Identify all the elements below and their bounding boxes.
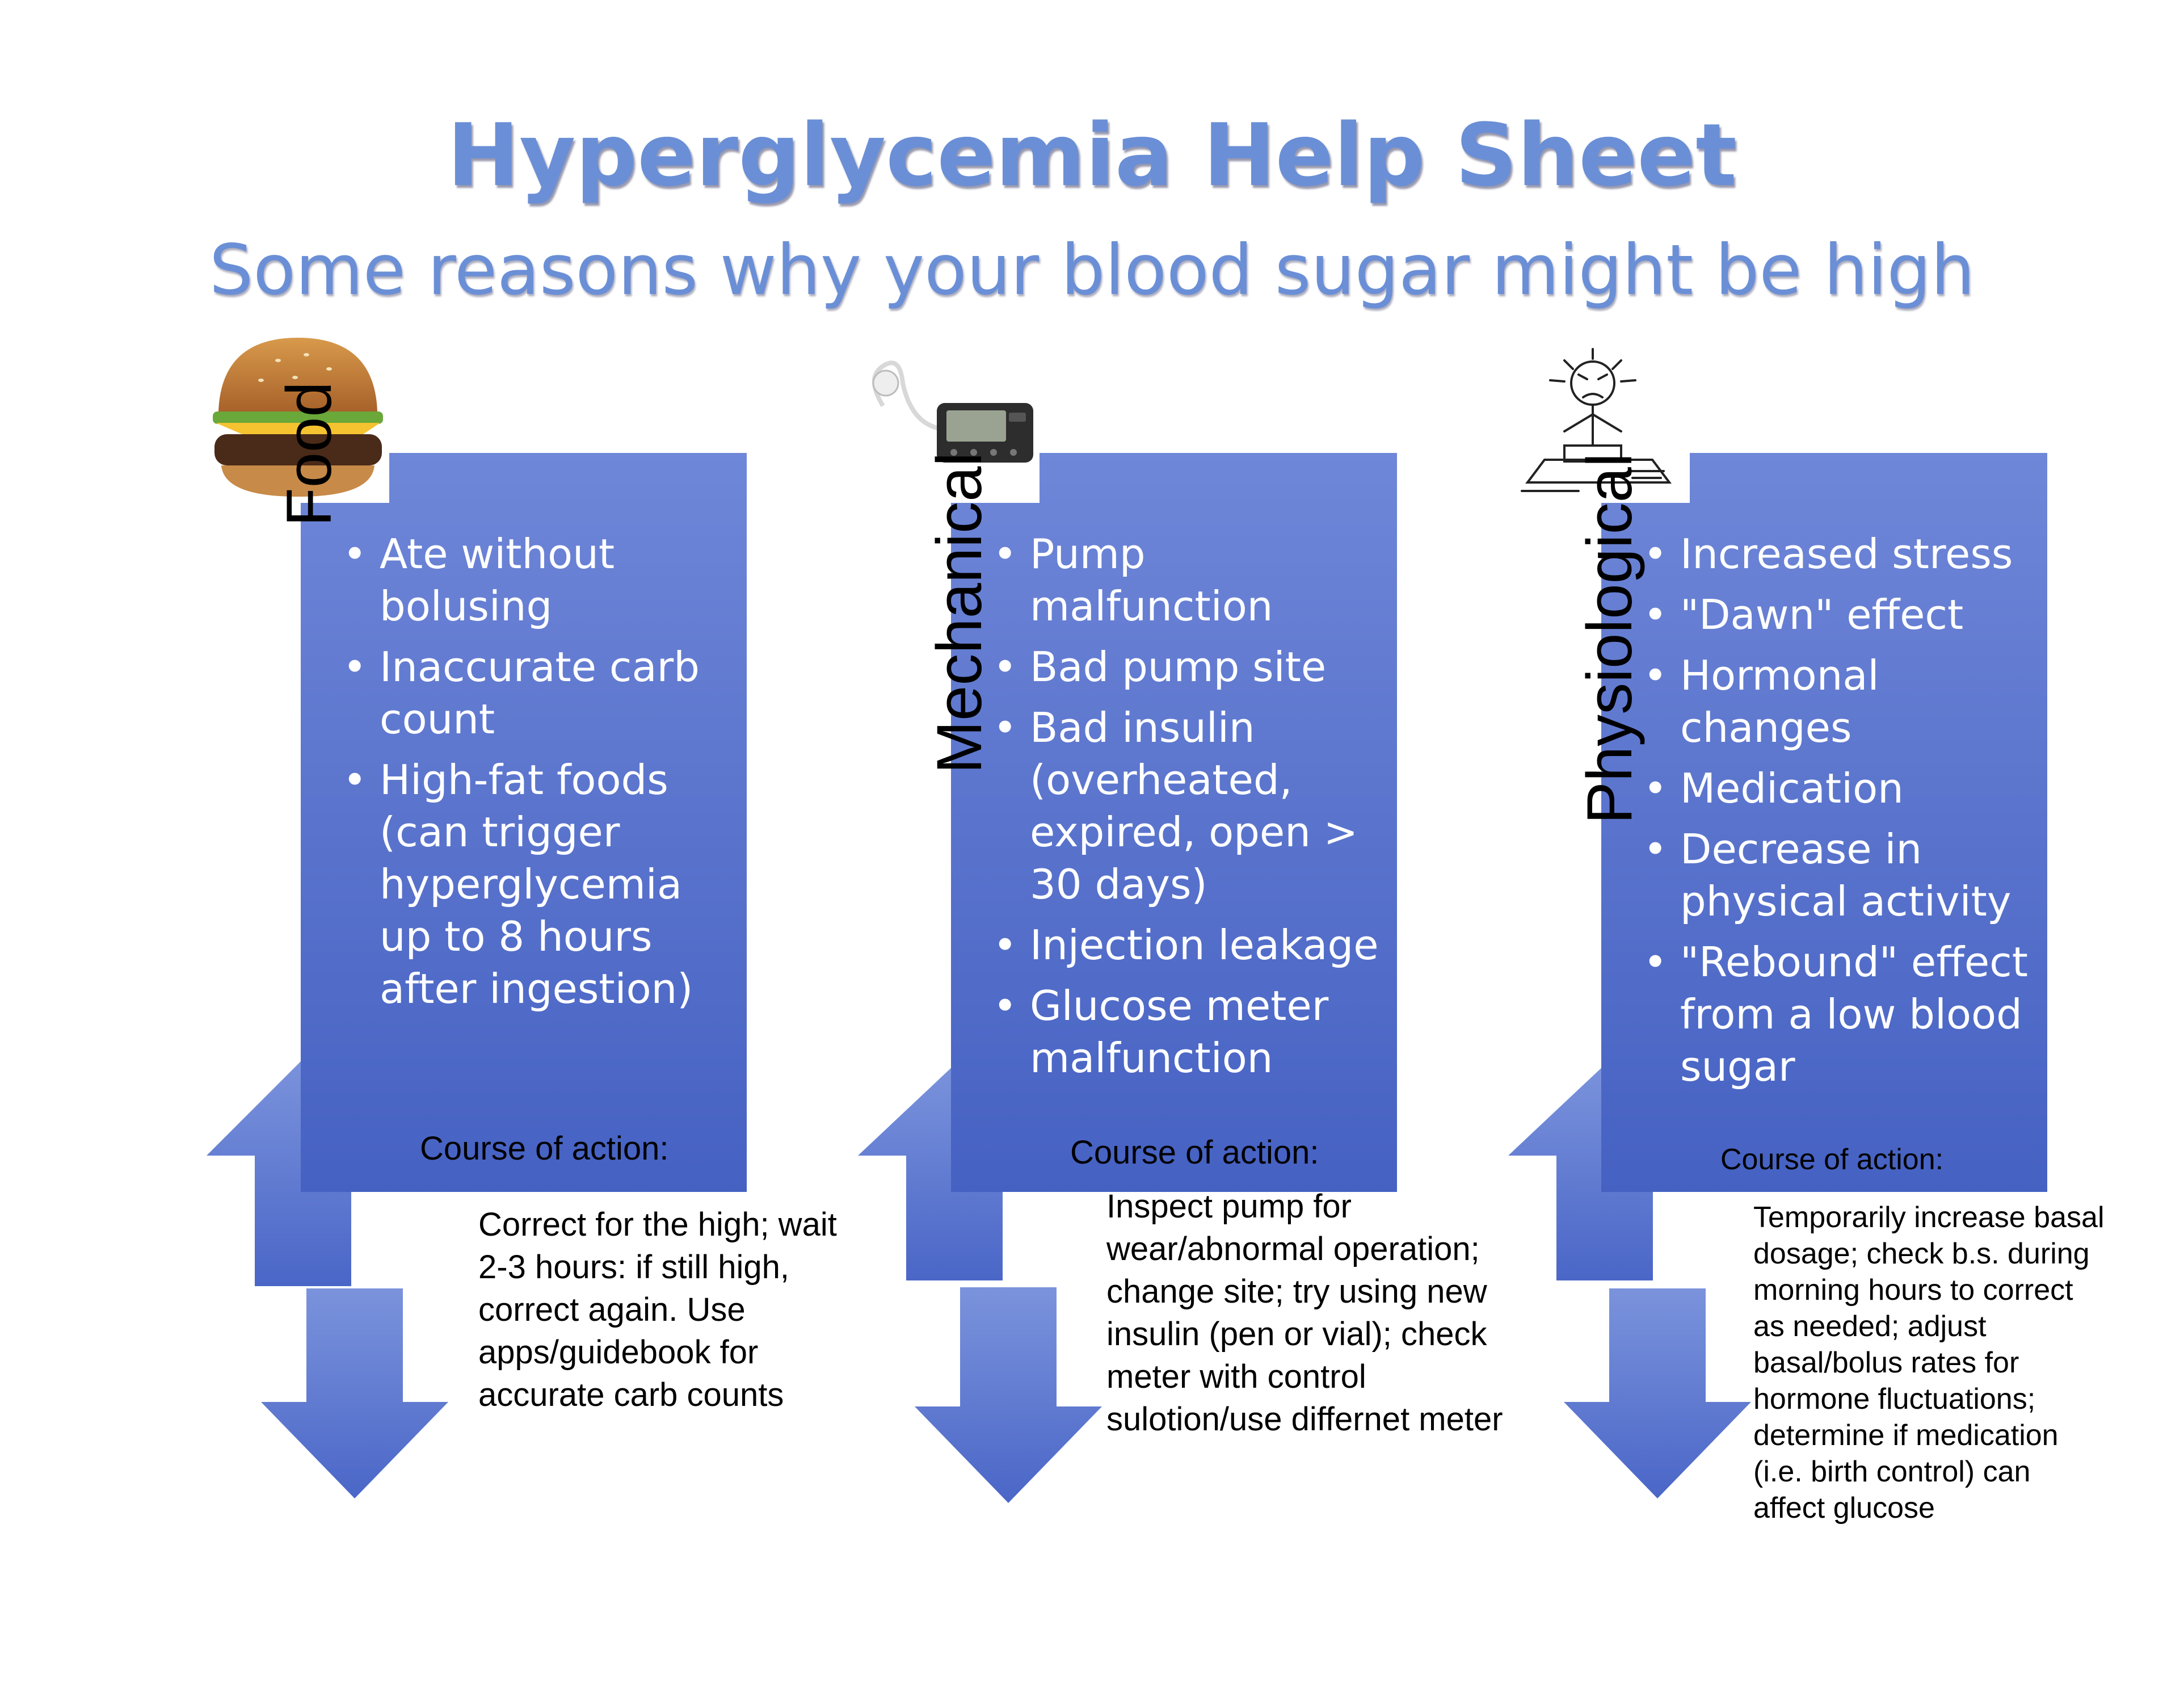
course-of-action-text: Inspect pump for wear/abnormal operation… xyxy=(1106,1188,1503,1438)
column-mechanical: Mechanical Pump malfunction Bad pump sit… xyxy=(858,0,1598,1688)
reasons-list: Pump malfunction Bad pump site Bad insul… xyxy=(987,528,1385,1093)
reasons-list: Increased stress "Dawn" effect Hormonal … xyxy=(1638,528,2035,1101)
list-item: "Rebound" effect from a low blood sugar xyxy=(1638,936,2035,1093)
list-item: Ate without bolusing xyxy=(337,528,734,632)
insulin-pump-icon xyxy=(872,360,1033,463)
course-of-action-label: Course of action: xyxy=(1720,1143,1944,1176)
column-food: Food Ate without bolusing Inaccurate car… xyxy=(207,0,948,1688)
down-arrow-icon xyxy=(1564,1288,1751,1498)
list-item: Bad insulin (overheated, expired, open >… xyxy=(987,702,1385,910)
list-item: Bad pump site xyxy=(987,641,1385,693)
column-physiological: Physiological Increased stress "Dawn" ef… xyxy=(1508,0,2184,1688)
list-item: Medication xyxy=(1638,762,2035,814)
list-item: Increased stress xyxy=(1638,528,2035,580)
down-arrow-icon xyxy=(915,1287,1102,1503)
list-item: Inaccurate carb count xyxy=(337,641,734,745)
list-item: Pump malfunction xyxy=(987,528,1385,632)
course-of-action-text: Correct for the high; wait 2-3 hours: if… xyxy=(478,1206,837,1413)
down-arrow-icon xyxy=(261,1288,448,1498)
page-title: Hyperglycemia Help Sheet xyxy=(447,105,1737,205)
list-item: "Dawn" effect xyxy=(1638,589,2035,641)
course-of-action-label: Course of action: xyxy=(420,1130,669,1167)
course-of-action-label: Course of action: xyxy=(1070,1134,1319,1171)
reasons-list: Ate without bolusing Inaccurate carb cou… xyxy=(337,528,734,1023)
list-item: Glucose meter malfunction xyxy=(987,980,1385,1084)
page-subtitle: Some reasons why your blood sugar might … xyxy=(209,230,1975,310)
course-of-action-text: Temporarily increase basal dosage; check… xyxy=(1753,1201,2105,1525)
list-item: Hormonal changes xyxy=(1638,649,2035,754)
list-item: High-fat foods (can trigger hyperglycemi… xyxy=(337,754,734,1015)
hamburger-icon xyxy=(213,338,383,497)
list-item: Injection leakage xyxy=(987,919,1385,971)
stressed-person-icon xyxy=(1521,348,1672,492)
list-item: Decrease in physical activity xyxy=(1638,823,2035,927)
